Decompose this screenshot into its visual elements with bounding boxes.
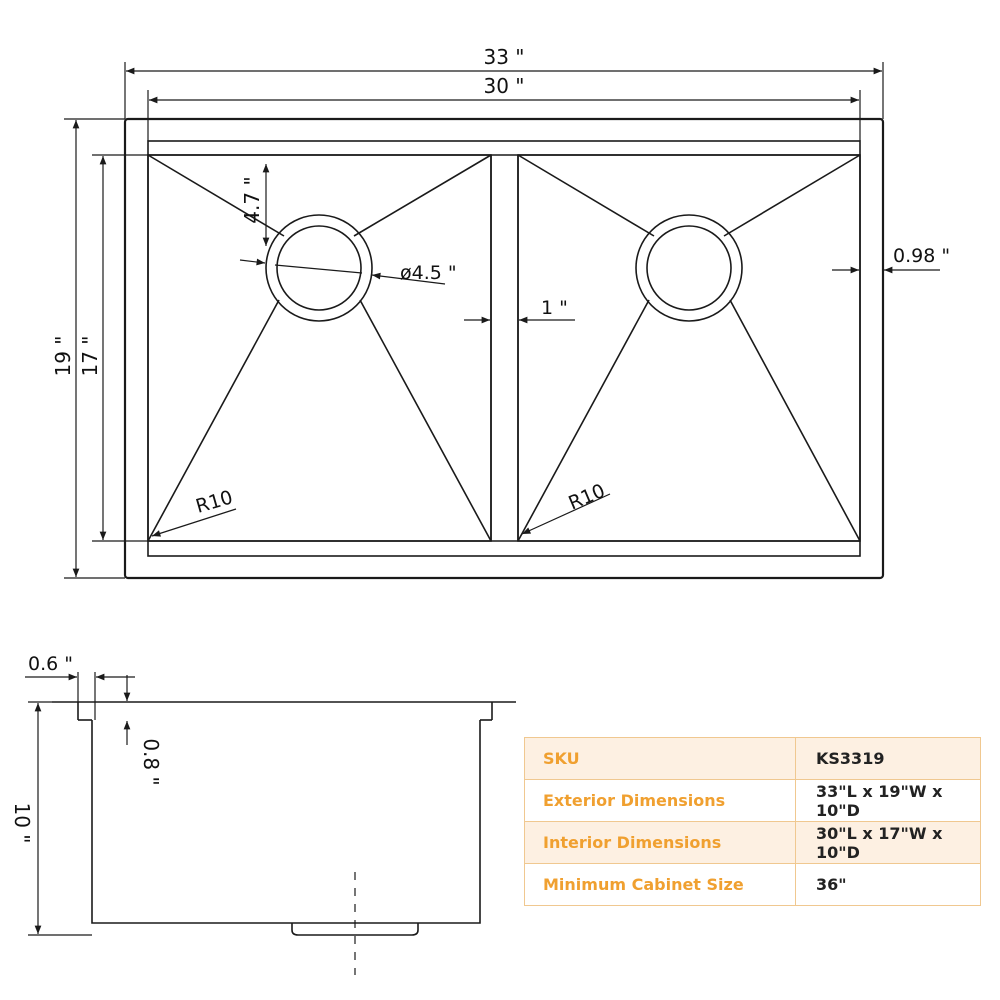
- label-drain-offset: 4.7 ": [240, 176, 264, 223]
- left-basin: [147, 154, 492, 542]
- side-drain: [291, 923, 419, 936]
- dimension-exterior-width: 33 ": [124, 45, 884, 119]
- dimension-rim: 0.98 ": [832, 245, 950, 274]
- label-rim: 0.98 ": [893, 245, 950, 267]
- spec-row-sku: SKU KS3319: [524, 737, 981, 780]
- spec-table: SKU KS3319 Exterior Dimensions 33"L x 19…: [524, 737, 981, 906]
- label-depth: 10 ": [10, 802, 34, 843]
- label-radius-right: R10: [565, 480, 608, 515]
- spec-row-cabinet: Minimum Cabinet Size 36": [524, 863, 981, 906]
- label-interior-height: 17 ": [78, 335, 102, 376]
- spec-label: Exterior Dimensions: [524, 779, 796, 822]
- right-drain: [635, 214, 743, 322]
- dimension-drain-offset: 4.7 ": [240, 164, 270, 246]
- label-exterior-width: 33 ": [483, 45, 524, 69]
- left-drain: [265, 214, 373, 322]
- label-exterior-height: 19 ": [51, 335, 75, 376]
- dimension-interior-height: 17 ": [78, 154, 148, 542]
- left-basin-slopes: [147, 154, 492, 542]
- dimension-flange-thickness: 0.8 ": [123, 675, 163, 786]
- right-basin-slopes: [517, 154, 861, 542]
- dimension-depth: 10 ": [10, 701, 92, 936]
- label-drain-diameter: ø4.5 ": [400, 262, 457, 284]
- side-basin-outline: [91, 720, 481, 924]
- label-radius-left: R10: [193, 486, 235, 517]
- dimension-divider: 1 ": [464, 297, 575, 324]
- spec-label: Interior Dimensions: [524, 821, 796, 864]
- sink-outer-outline: [123, 117, 885, 580]
- side-view: 0.6 " 0.8 " 10 ": [10, 653, 516, 975]
- spec-row-interior: Interior Dimensions 30"L x 17"W x 10"D: [524, 821, 981, 864]
- spec-value: 30"L x 17"W x 10"D: [795, 821, 981, 864]
- label-flange-thickness: 0.8 ": [139, 738, 163, 785]
- spec-row-exterior: Exterior Dimensions 33"L x 19"W x 10"D: [524, 779, 981, 822]
- spec-value: 36": [795, 863, 981, 906]
- spec-label: SKU: [524, 737, 796, 780]
- spec-label: Minimum Cabinet Size: [524, 863, 796, 906]
- dimension-drain-diameter: ø4.5 ": [239, 258, 457, 285]
- label-interior-width: 30 ": [483, 74, 524, 98]
- dimension-flange-width: 0.6 ": [25, 653, 135, 720]
- dimension-interior-width: 30 ": [147, 74, 861, 141]
- spec-value: KS3319: [795, 737, 981, 780]
- label-flange-width: 0.6 ": [28, 653, 73, 675]
- spec-value: 33"L x 19"W x 10"D: [795, 779, 981, 822]
- dimension-radius-right: R10: [521, 480, 611, 535]
- label-divider: 1 ": [541, 297, 568, 319]
- dimension-exterior-height: 19 ": [51, 118, 125, 579]
- right-basin: [517, 154, 861, 542]
- top-view: 33 " 30 " 19 " 17 " 4.7 ": [51, 45, 950, 580]
